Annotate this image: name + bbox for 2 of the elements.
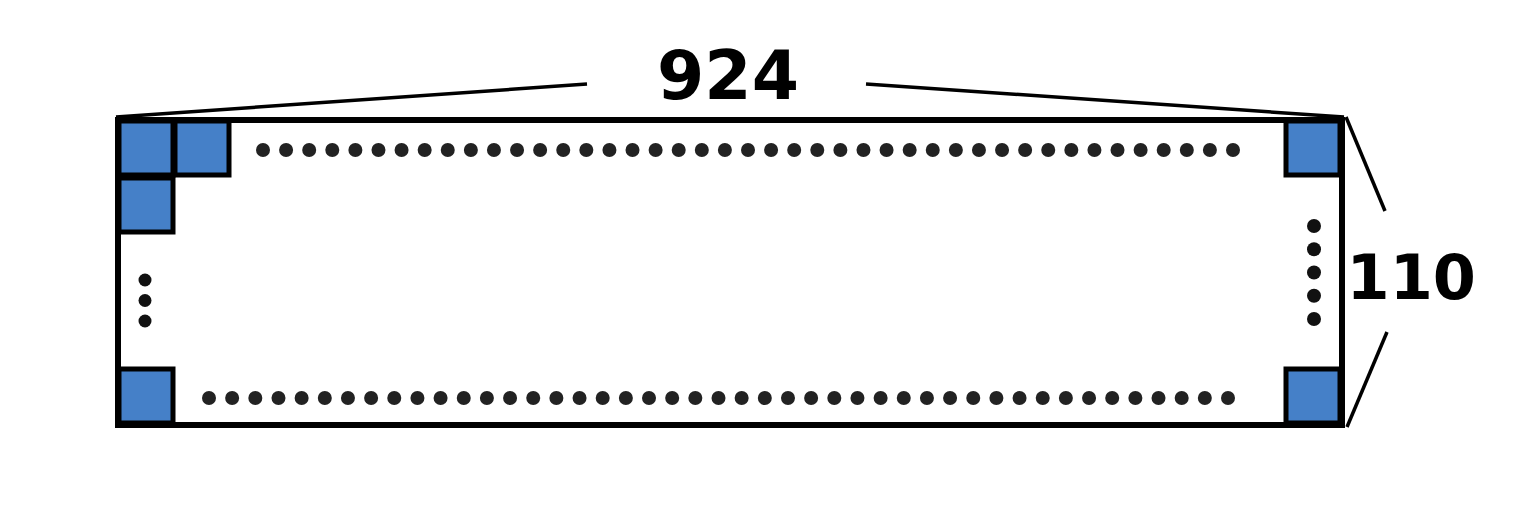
dimension-label: 924: [657, 42, 799, 110]
dimension-label: 110: [1346, 247, 1476, 309]
